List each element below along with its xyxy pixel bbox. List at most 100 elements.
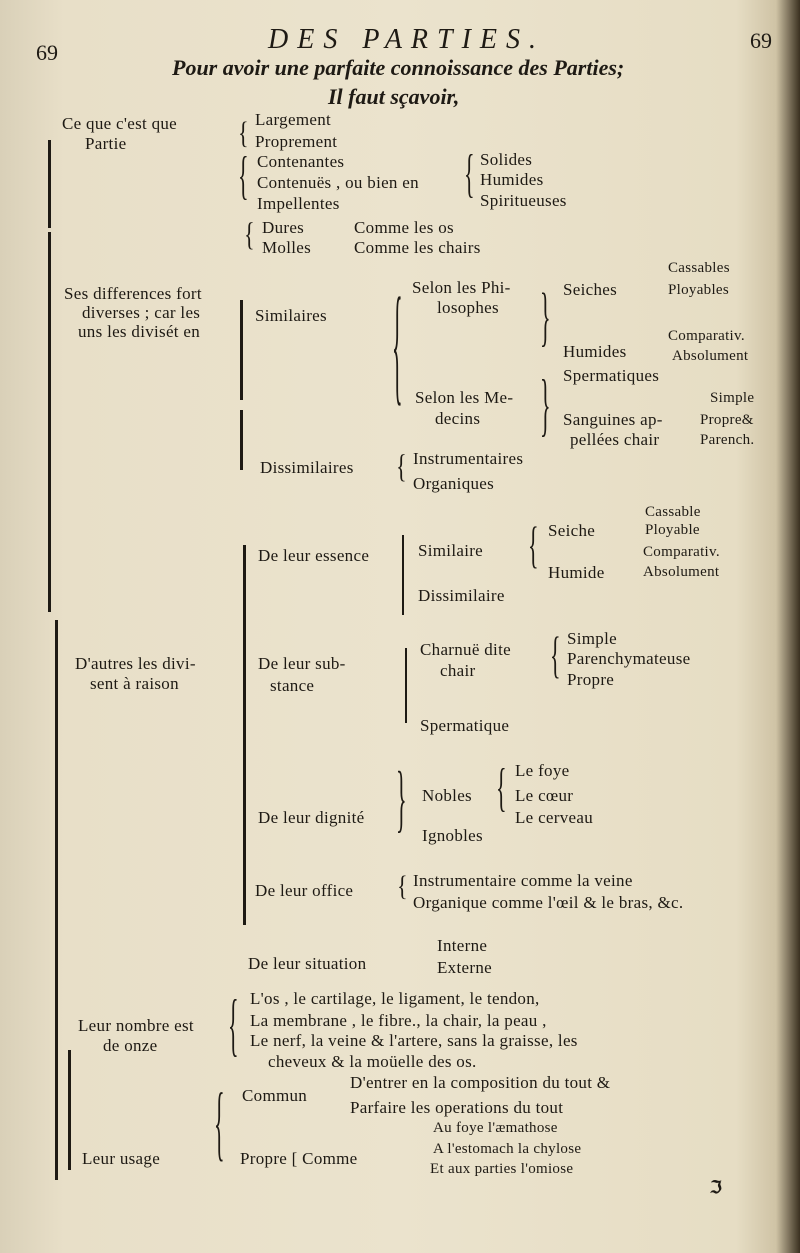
differences-bracket: [240, 410, 243, 470]
philosophes: Selon les Phi-: [412, 278, 511, 297]
charnue-sub: Parenchymateuse: [567, 649, 691, 668]
main-bracket: [55, 620, 58, 1180]
kind-item: Contenuës , ou bien en: [257, 173, 419, 192]
differences-label: diverses ; car les: [82, 303, 201, 322]
kind-sub: Humides: [480, 170, 544, 189]
nombre-label: Leur nombre est: [78, 1016, 194, 1035]
brace-icon: {: [244, 215, 255, 253]
page-number-left: 69: [36, 40, 58, 65]
situation-item: Externe: [437, 958, 492, 977]
usage-commun: Commun: [242, 1086, 308, 1105]
medecins: Selon les Me-: [415, 388, 514, 407]
medecins: decins: [435, 409, 481, 428]
essence-dissimilaire: Dissimilaire: [418, 586, 505, 605]
nombre-label: de onze: [103, 1036, 158, 1055]
charnue-sub: Simple: [567, 629, 617, 648]
kind-item: Contenantes: [257, 152, 345, 171]
nobles-sub: Le foye: [515, 761, 570, 780]
brace-icon: {: [392, 268, 403, 418]
humides-sub: Comparativ.: [668, 328, 745, 344]
sanguines-sub: Propre&: [700, 412, 754, 428]
brace-icon: {: [496, 757, 507, 818]
sanguines: Sanguines ap-: [563, 410, 663, 429]
usage-label: Leur usage: [82, 1149, 161, 1168]
brace-icon: {: [397, 869, 408, 902]
essence-seiche: Seiche: [548, 521, 596, 540]
substance-bracket: [405, 648, 407, 723]
brace-icon: {: [396, 447, 407, 485]
subtitle-line-1: Pour avoir une parfaite connoissance des…: [172, 55, 625, 80]
seiches: Seiches: [563, 280, 618, 299]
nobles-sub: Le cœur: [515, 786, 574, 805]
others-bracket: [243, 545, 246, 925]
brace-icon: }: [540, 278, 551, 353]
dignite-label: De leur dignité: [258, 808, 365, 827]
kind-item: Impellentes: [257, 194, 340, 213]
humides: Humides: [563, 342, 627, 361]
others-label: D'autres les divi-: [75, 654, 196, 673]
usage-commun-sub: D'entrer en la composition du tout &: [350, 1073, 611, 1092]
brace-icon: {: [214, 1074, 225, 1170]
charnue: chair: [440, 661, 476, 680]
usage-propre-sub: A l'estomach la chylose: [433, 1141, 582, 1157]
charnue: Charnuë dite: [420, 640, 511, 659]
dissimilaires: Dissimilaires: [260, 458, 354, 477]
essence-bracket: [402, 535, 404, 615]
essence-humide-sub: Comparativ.: [643, 544, 720, 560]
essence-humide: Humide: [548, 563, 605, 582]
nombre-line: L'os , le cartilage, le ligament, le ten…: [250, 989, 540, 1008]
consistency-item: Molles: [262, 238, 312, 257]
office-item: Organique comme l'œil & le bras, &c.: [413, 893, 684, 912]
definition-label: Ce que c'est que: [62, 114, 178, 133]
brace-icon: {: [464, 143, 475, 204]
essence-label: De leur essence: [258, 546, 370, 565]
sanguines-sub: Parench.: [700, 432, 755, 448]
essence-humide-sub: Absolument: [643, 564, 720, 580]
consistency-item: Dures: [262, 218, 305, 237]
brace-icon: {: [528, 515, 539, 573]
page-title: DES PARTIES.: [268, 24, 546, 55]
definition-option: Largement: [255, 110, 332, 129]
ignobles: Ignobles: [422, 826, 483, 845]
office-label: De leur office: [255, 881, 354, 900]
office-item: Instrumentaire comme la veine: [413, 871, 633, 890]
brace-icon: {: [550, 625, 561, 683]
brace-icon: {: [238, 145, 249, 206]
seiches-sub: Cassables: [668, 260, 730, 276]
humides-sub: Absolument: [672, 348, 749, 364]
nobles-sub: Le cerveau: [515, 808, 594, 827]
essence-seiche-sub: Ployable: [645, 522, 700, 538]
substance-label: De leur sub-: [258, 654, 346, 673]
sanguines-sub: Simple: [710, 390, 755, 406]
consistency-comment: Comme les chairs: [354, 238, 481, 257]
consistency-comment: Comme les os: [354, 218, 454, 237]
others-label: sent à raison: [90, 674, 179, 693]
differences-label: uns les divisét en: [78, 322, 201, 341]
dissimilaires-sub: Instrumentaires: [413, 449, 524, 468]
brace-icon: }: [540, 363, 551, 444]
usage-propre: Propre [ Comme: [240, 1149, 358, 1168]
essence-seiche-sub: Cassable: [645, 504, 701, 520]
main-bracket: [48, 232, 51, 612]
situation-item: Interne: [437, 936, 488, 955]
usage-propre-sub: Au foye l'æmathose: [433, 1120, 558, 1136]
brace-icon: {: [228, 983, 239, 1064]
philosophes: losophes: [437, 298, 499, 317]
nombre-line: La membrane , le fibre., la chair, la pe…: [250, 1011, 547, 1030]
kind-sub: Solides: [480, 150, 533, 169]
spermatiques: Spermatiques: [563, 366, 660, 385]
differences-label: Ses differences fort: [64, 284, 202, 303]
definition-option: Proprement: [255, 132, 338, 151]
brace-icon: }: [396, 755, 407, 841]
nombre-line: cheveux & la moüelle des os.: [268, 1052, 477, 1071]
situation-label: De leur situation: [248, 954, 367, 973]
essence-similaire: Similaire: [418, 541, 484, 560]
usage-commun-sub: Parfaire les operations du tout: [350, 1098, 564, 1117]
substance-label: stance: [270, 676, 315, 695]
signature-mark: ℑ: [710, 1178, 723, 1197]
page-number-right: 69: [750, 28, 772, 53]
usage-bracket: [68, 1050, 71, 1170]
dissimilaires-sub: Organiques: [413, 474, 495, 493]
main-bracket: [48, 140, 51, 228]
subtitle-line-2: Il faut sçavoir,: [328, 84, 460, 109]
